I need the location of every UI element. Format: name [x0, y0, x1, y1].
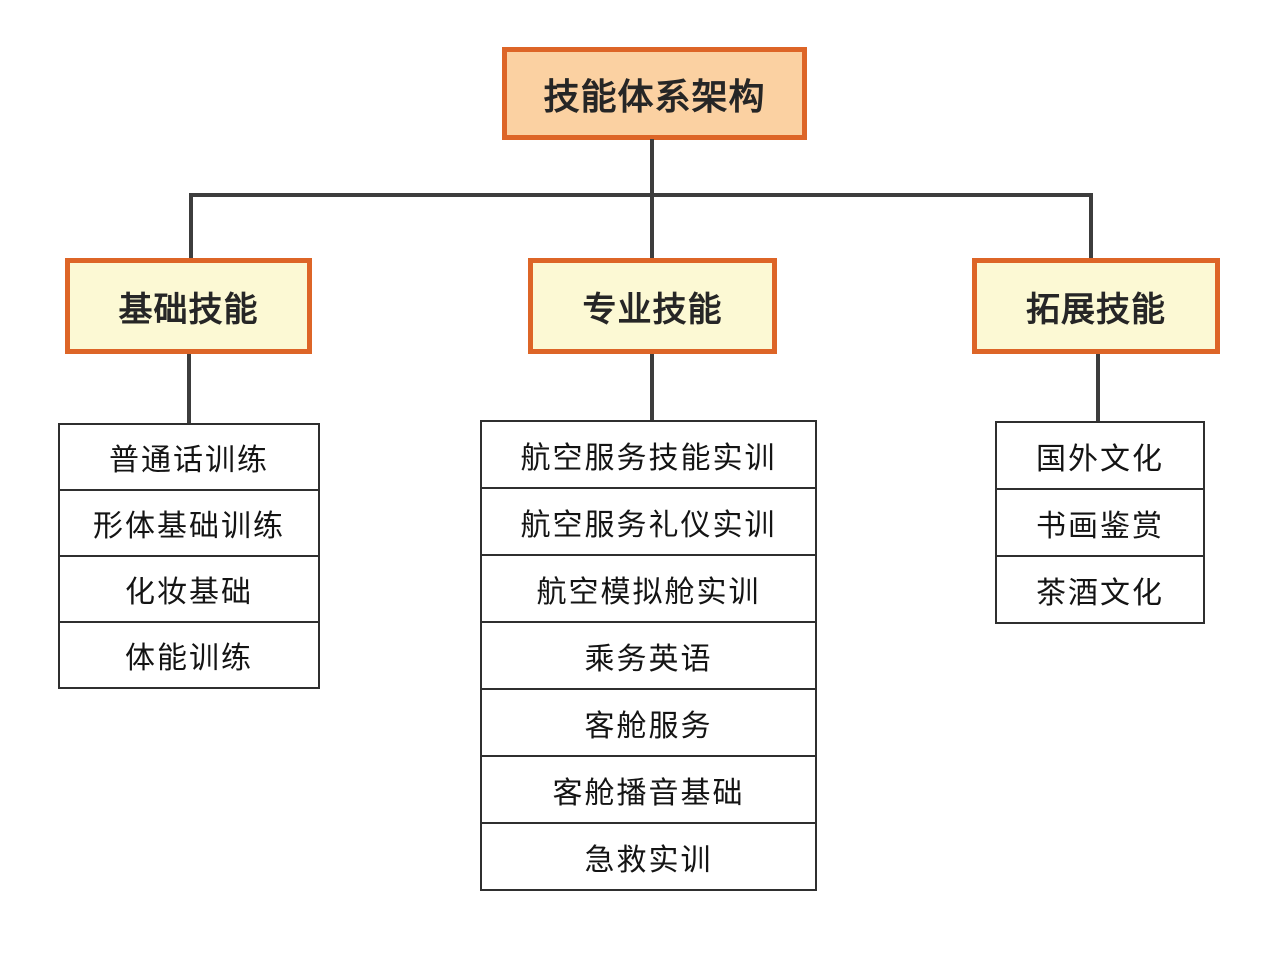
branch-label: 专业技能	[582, 290, 723, 329]
list-item: 客舱服务	[482, 688, 815, 755]
connector-basic-to-list	[187, 353, 191, 423]
list-item: 体能训练	[60, 621, 318, 687]
root-node: 技能体系架构	[502, 47, 807, 140]
root-node-label: 技能体系架构	[543, 75, 766, 117]
list-item: 形体基础训练	[60, 489, 318, 555]
list-item: 航空模拟舱实训	[482, 554, 815, 621]
list-item: 国外文化	[1036, 442, 1164, 476]
branch-label: 拓展技能	[1026, 290, 1166, 329]
branch-node-professional-skills: 专业技能	[528, 258, 777, 354]
connector-right-drop	[1089, 195, 1093, 259]
connector-main-horizontal	[189, 193, 1093, 197]
branch-node-extended-skills: 拓展技能	[972, 258, 1220, 354]
branch-node-basic-skills: 基础技能	[65, 258, 312, 354]
list-item: 客舱播音基础	[482, 755, 815, 822]
connector-left-drop	[189, 195, 193, 259]
list-item: 乘务英语	[482, 621, 815, 688]
list-item: 书画鉴赏	[997, 488, 1203, 555]
connector-center-drop	[650, 195, 654, 259]
list-item: 急救实训	[482, 822, 815, 889]
list-item: 普通话训练	[109, 444, 269, 477]
course-list-basic-skills: 普通话训练 形体基础训练 化妆基础 体能训练	[58, 423, 320, 689]
list-item: 航空服务技能实训	[520, 441, 777, 475]
connector-pro-to-list	[650, 353, 654, 421]
course-list-extended-skills: 国外文化 书画鉴赏 茶酒文化	[995, 421, 1205, 624]
list-item: 茶酒文化	[997, 555, 1203, 622]
connector-root-vertical	[650, 139, 654, 195]
list-item: 航空服务礼仪实训	[482, 487, 815, 554]
connector-extend-to-list	[1096, 353, 1100, 421]
branch-label: 基础技能	[118, 290, 259, 329]
list-item: 化妆基础	[60, 555, 318, 621]
course-list-professional-skills: 航空服务技能实训 航空服务礼仪实训 航空模拟舱实训 乘务英语 客舱服务 客舱播音…	[480, 420, 817, 891]
